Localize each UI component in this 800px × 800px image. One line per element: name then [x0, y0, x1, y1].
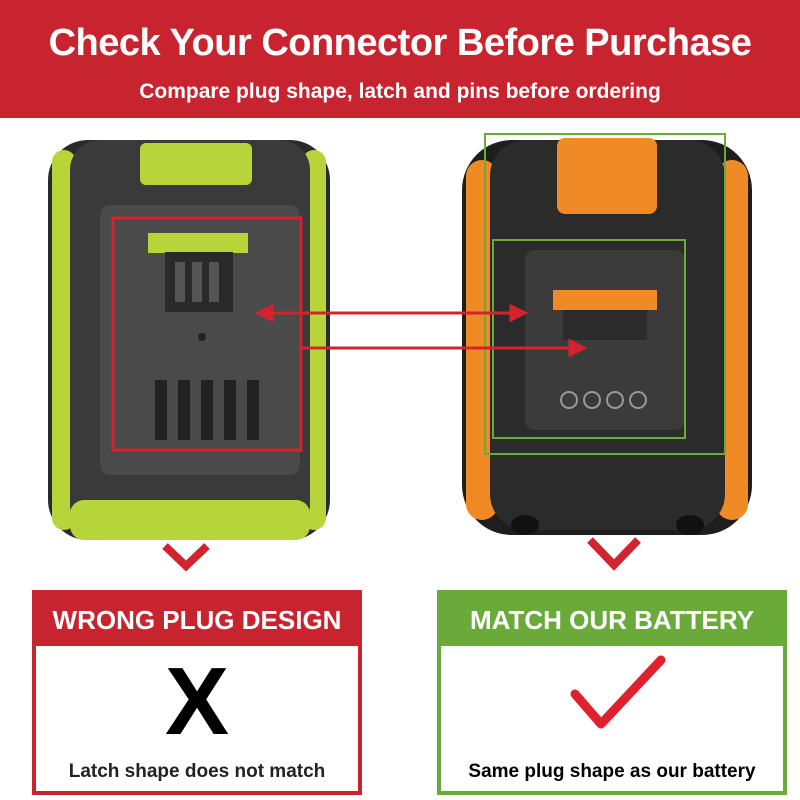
- right-down-arrow-icon: [587, 537, 641, 571]
- wrong-plug-caption: Latch shape does not match: [68, 761, 326, 782]
- header-banner: Check Your Connector Before Purchase Com…: [0, 0, 800, 118]
- wrong-plug-panel: WRONG PLUG DESIGN X Latch shape does not…: [32, 590, 362, 795]
- left-down-arrow-icon: [162, 543, 210, 572]
- match-battery-caption: Same plug shape as our battery: [468, 761, 756, 782]
- page-subtitle: Compare plug shape, latch and pins befor…: [139, 80, 661, 103]
- x-mark-icon: X: [164, 648, 230, 755]
- battery-comparison-photo: [48, 133, 752, 572]
- left-battery: [48, 140, 330, 540]
- left-highlight-box: [111, 216, 303, 452]
- match-battery-heading: MATCH OUR BATTERY: [441, 594, 783, 646]
- match-battery-panel: MATCH OUR BATTERY Same plug shape as our…: [437, 590, 787, 795]
- comparison-arrows: [254, 303, 588, 358]
- page-title: Check Your Connector Before Purchase: [48, 22, 752, 64]
- wrong-plug-heading: WRONG PLUG DESIGN: [36, 594, 358, 646]
- right-outer-highlight-box: [484, 133, 726, 455]
- check-icon: [570, 655, 666, 729]
- right-inner-highlight-box: [492, 239, 686, 439]
- right-battery: [462, 138, 752, 535]
